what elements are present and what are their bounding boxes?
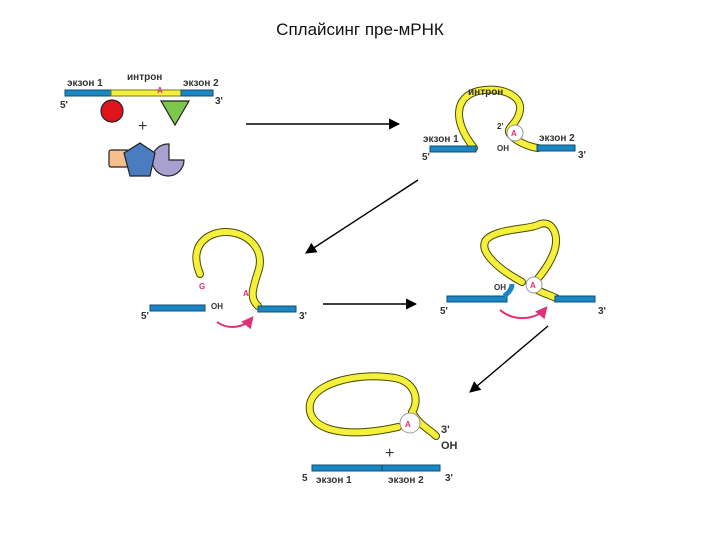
stage-4: A OH 5' 3' [440,219,606,320]
branch-adenine-label: A [530,281,536,290]
exon-1-tail [502,283,515,299]
exon-2-segment [381,464,441,472]
exon-2-label: экзон 2 [539,133,575,144]
exon-1-segment [446,295,508,303]
snrnp-blue-pentagon [123,142,156,177]
branch-adenine-label: A [243,289,249,298]
exon-1-segment [149,304,206,312]
three-prime-label: 3' [299,311,307,322]
ligation-arrow [499,306,548,320]
exon-2-segment [257,305,297,313]
stage-3: G A OH 5' 3' [141,228,307,330]
branch-point-circle [525,276,543,294]
intron-segment [110,89,182,97]
snrnp-green-triangle [159,100,191,127]
arrow-step-2 [305,179,419,254]
exon-2-segment [554,295,596,303]
snrnp-lilac-pacman [151,143,185,177]
hydroxyl-label: OH [497,144,509,153]
branch-adenine-label: A [405,420,411,429]
five-prime-label: 5' [440,306,448,317]
hydroxyl-label: OH [494,283,506,292]
five-prime-label: 5 [302,473,308,484]
exon-1-label: экзон 1 [316,475,352,486]
stage-2: A интрон экзон 1 экзон 2 2' OH 5' 3' [422,85,586,163]
five-prime-label: 5' [422,152,430,163]
intron-label: интрон [468,87,503,98]
guanine-label: G [199,282,205,291]
three-prime-label: 3' [598,306,606,317]
three-prime-label: 3' [441,424,450,436]
exon-1-label: экзон 1 [423,134,459,145]
hydroxyl-label: OH [441,440,458,452]
exon-1-segment [311,464,383,472]
exon-1-segment [429,145,477,153]
stage-1: экзон 1 интрон экзон 2 A 5' 3' + [60,72,223,177]
attack-arrow [216,316,254,330]
five-prime-label: 5' [141,311,149,322]
exon-1-segment [64,89,112,97]
intron-label: интрон [127,72,162,83]
exon-1-label: экзон 1 [67,78,103,89]
arrow-step-4 [469,325,549,393]
page-title: Сплайсинг пре-мРНК [276,20,444,39]
branch-point-circle [506,124,524,142]
three-prime-label: 3' [445,473,453,484]
plus-sign-top: + [138,118,147,135]
three-prime-label: 3' [578,150,586,161]
branch-point-circle [399,412,421,434]
hydroxyl-label: OH [211,302,223,311]
exon-2-segment [536,144,576,152]
branch-adenine-label: A [511,129,517,138]
exon-2-label: экзон 2 [183,78,219,89]
snrnp-red-circle [100,99,124,123]
stage-5: A 3' OH + 5 экзон 1 экзон 2 3' [302,372,458,486]
five-prime-label: 5' [60,100,68,111]
exon-2-segment [180,89,214,97]
three-prime-label: 3' [215,96,223,107]
plus-sign-bottom: + [385,445,394,462]
branch-adenine-label: A [157,86,163,95]
two-prime-label: 2' [497,122,503,131]
exon-2-label: экзон 2 [388,475,424,486]
